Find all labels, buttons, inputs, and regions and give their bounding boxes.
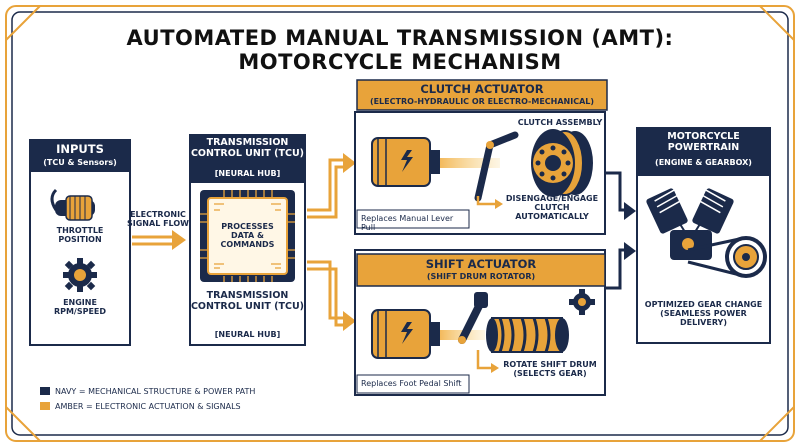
clutch-action-arrowhead: [495, 199, 503, 209]
tcu-to-shift-arrow: [307, 260, 356, 331]
powertrain-subtitle: (ENGINE & GEARBOX): [655, 158, 752, 167]
engine-rpm-gear-icon: [63, 258, 97, 292]
throttle-grip-icon: [50, 188, 95, 221]
tcu-chip-text: PROCESSES DATA & COMMANDS: [220, 222, 275, 250]
clutch-assembly-icon: [531, 129, 593, 197]
clutch-action-arrow: [476, 196, 497, 206]
clutch-actuator-subtitle: (ELECTRO-HYDRAULIC OR ELECTRO-MECHANICAL…: [369, 97, 595, 106]
shift-gear-icon: [569, 289, 595, 315]
clutch-assembly-label: CLUTCH ASSEMBLY: [517, 118, 603, 127]
throttle-position-label: THROTTLE POSITION: [56, 226, 104, 245]
legend-amber-label: AMBER = ELECTRONIC ACTUATION & SIGNALS: [55, 402, 241, 411]
diagram-title-line1: AUTOMATED MANUAL TRANSMISSION (AMT):: [126, 26, 674, 50]
tcu-bottom-title: TRANSMISSION CONTROL UNIT (TCU): [190, 290, 305, 312]
legend-navy-label: NAVY = MECHANICAL STRUCTURE & POWER PATH: [55, 387, 256, 396]
tcu-bottom-subtitle: [NEURAL HUB]: [214, 330, 281, 339]
tcu-to-clutch-arrow: [307, 153, 356, 219]
inputs-panel: [29, 139, 131, 346]
signal-flow-arrow: [132, 230, 186, 250]
engine-icon: [646, 188, 734, 260]
clutch-lever-icon: [474, 131, 519, 202]
legend-navy-swatch: [40, 387, 50, 395]
tcu-subtitle: [NEURAL HUB]: [214, 169, 281, 178]
legend-amber-swatch: [40, 402, 50, 410]
clutch-signal-beam: [440, 158, 500, 168]
shift-drum-icon: [486, 317, 569, 353]
clutch-action-label: DISENGAGE/ENGAGE CLUTCH AUTOMATICALLY: [505, 194, 599, 222]
shift-actuator-subtitle: (SHIFT DRUM ROTATOR): [426, 272, 536, 281]
inputs-subtitle: (TCU & Sensors): [43, 158, 117, 167]
shift-replaces-box: [356, 374, 470, 394]
shift-action-arrowhead: [491, 363, 499, 373]
actuators-to-powertrain-arrow: [605, 171, 636, 290]
clutch-motor-icon: [371, 137, 440, 187]
engine-rpm-label: ENGINE RPM/SPEED: [53, 298, 107, 317]
shift-linkage-icon: [458, 292, 488, 344]
shift-actuator-title: SHIFT ACTUATOR: [425, 257, 537, 271]
processor-chip-icon: [200, 190, 295, 282]
shift-action-label: ROTATE SHIFT DRUM (SELECTS GEAR): [503, 360, 597, 379]
powertrain-title: MOTORCYCLE POWERTRAIN: [667, 131, 740, 153]
signal-flow-label: ELECTRONIC SIGNAL FLOW: [127, 210, 189, 229]
clutch-replaces-label: Replaces Manual Lever Pull: [361, 214, 454, 233]
powertrain-caption: OPTIMIZED GEAR CHANGE (SEAMLESS POWER DE…: [644, 300, 763, 328]
shift-replaces-label: Replaces Foot Pedal Shift: [361, 379, 462, 388]
shift-action-arrow: [476, 350, 493, 370]
outer-frame: [5, 5, 795, 442]
shift-actuator-panel: [354, 249, 606, 396]
belt-drive-icon: [687, 236, 767, 278]
inputs-title: INPUTS: [56, 142, 104, 156]
clutch-actuator-title: CLUTCH ACTUATOR: [420, 82, 544, 96]
tcu-title: TRANSMISSION CONTROL UNIT (TCU): [190, 137, 305, 159]
shift-motor-icon: [371, 309, 440, 359]
clutch-replaces-box: [356, 209, 470, 229]
diagram-title-line2: MOTORCYCLE MECHANISM: [238, 50, 562, 74]
